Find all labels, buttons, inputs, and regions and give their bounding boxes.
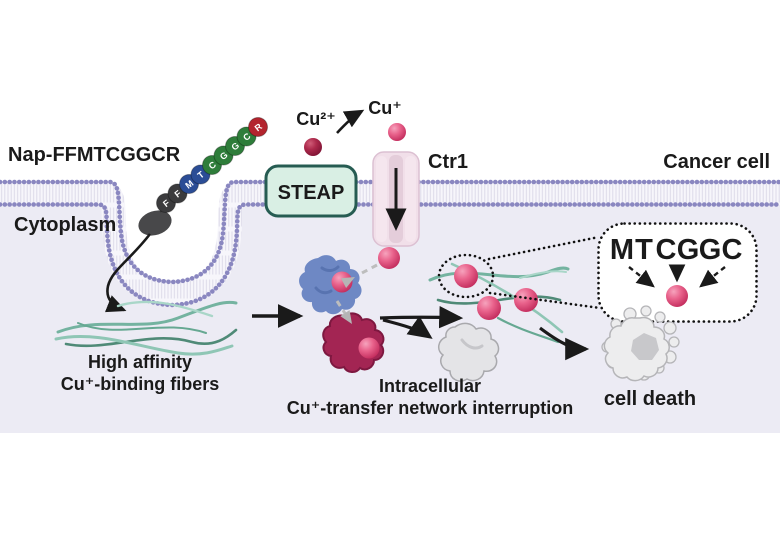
svg-text:M: M [610, 234, 634, 266]
assembly-arrow [104, 233, 152, 313]
cell-death-label: cell death [604, 388, 696, 410]
ctr1-channel [372, 151, 420, 247]
cu-conversion-arrow [336, 109, 365, 134]
svg-text:C: C [722, 234, 743, 266]
bleb [663, 321, 677, 335]
magnifier-connector-bottom [488, 291, 602, 310]
svg-text:G: G [218, 150, 230, 162]
callout-copper-ion [666, 285, 688, 307]
blue-chaperone-protein [299, 255, 362, 315]
step-arrow-2 [379, 305, 464, 329]
fibers-caption-line2: Cu⁺-binding fibers [61, 374, 219, 394]
cu-binding-fibers [54, 300, 238, 356]
svg-text:T: T [196, 169, 207, 181]
svg-text:F: F [173, 188, 184, 200]
svg-text:G: G [229, 140, 241, 152]
membrane-outer-dots [0, 179, 780, 285]
apoptotic-cell-nucleus [631, 333, 659, 360]
apoptotic-cell [601, 305, 680, 382]
bleb [654, 311, 666, 323]
magnifier-circle [437, 253, 495, 299]
step-arrow-3 [382, 315, 433, 339]
ctr1-label: Ctr1 [428, 151, 468, 173]
bleb [640, 305, 652, 317]
interruption-caption-line1: Intracellular [379, 376, 481, 396]
svg-text:C: C [241, 131, 253, 143]
nap-peptide-label: Nap-FFMTCGGCR [8, 144, 181, 166]
denatured-protein [438, 322, 500, 382]
svg-text:T: T [635, 234, 653, 266]
membrane-invagination-pocket [116, 178, 228, 280]
nap-peptide-chain: F F M T C G G C [138, 117, 268, 236]
cancer-cell-label: Cancer cell [663, 151, 770, 173]
svg-text:G: G [699, 234, 722, 266]
cu1-label: Cu⁺ [368, 98, 402, 118]
steap-enzyme-box [264, 164, 358, 218]
blocked-transfer-arrowhead-1 [340, 277, 355, 288]
membrane-bilayer-body [0, 181, 780, 307]
cu2-label: Cu²⁺ [296, 109, 336, 129]
fibers-caption-line1: High affinity [88, 352, 192, 372]
bleb [668, 336, 680, 348]
bound-copper-ion-3 [514, 288, 538, 312]
steap-label: STEAP [278, 182, 345, 204]
cu1-ion [388, 123, 406, 141]
bound-copper-ion-1 [454, 264, 478, 288]
svg-text:C: C [656, 234, 677, 266]
svg-text:F: F [161, 197, 172, 209]
binding-motif-sequence: M T C G G C [610, 234, 743, 266]
copper-ion-on-maroon-protein [358, 337, 380, 359]
nap-group-blob [138, 210, 172, 236]
magnifier-connector-top [487, 235, 601, 261]
interruption-caption-line2: Cu⁺-transfer network interruption [287, 398, 574, 418]
bound-copper-ion-2 [477, 296, 501, 320]
maroon-chaperone-protein [322, 312, 385, 373]
cu2-ion [304, 138, 322, 156]
svg-text:G: G [677, 234, 700, 266]
blocked-transfer-dashed-arrow-1 [359, 263, 378, 276]
copper-ion-on-blue-protein [331, 271, 353, 293]
bead-8: R [248, 117, 268, 137]
free-copper-ion [378, 247, 400, 269]
cytoplasm-label: Cytoplasm [14, 214, 116, 236]
svg-text:C: C [207, 159, 219, 171]
step-arrow-4 [539, 326, 590, 361]
svg-text:R: R [253, 121, 265, 133]
blocked-transfer-arrowhead-2 [340, 310, 352, 324]
